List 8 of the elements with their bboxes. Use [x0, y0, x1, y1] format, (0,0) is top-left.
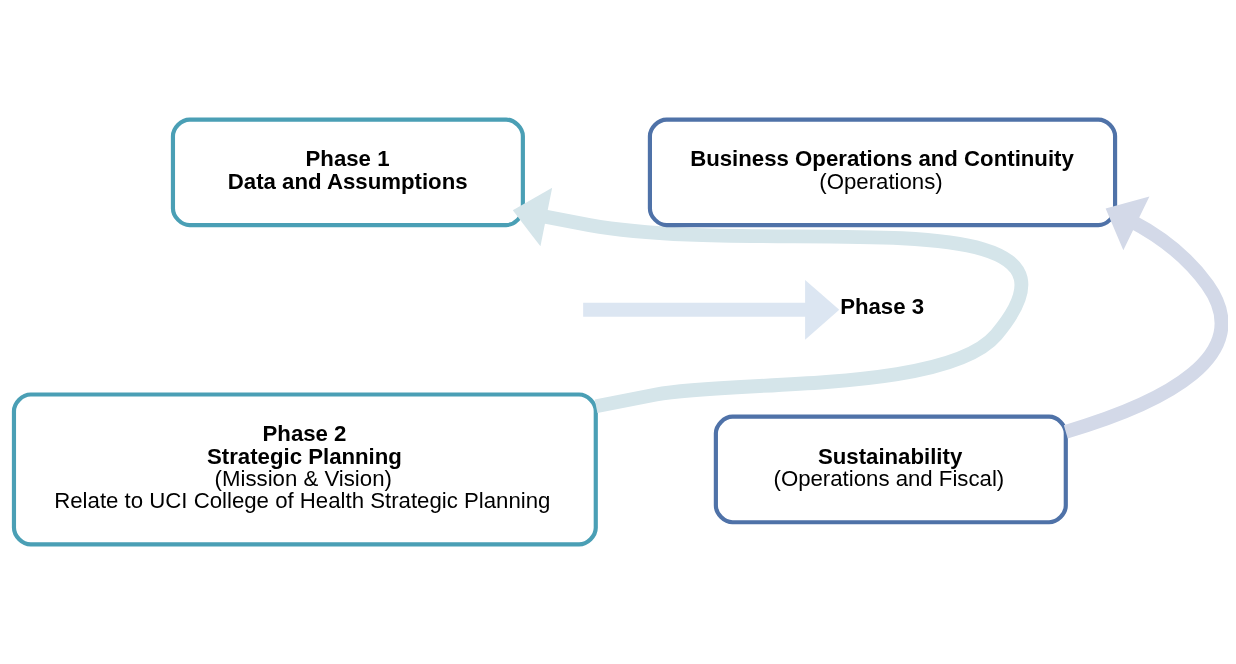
node-text: Phase 3 [840, 293, 925, 319]
node-box: Phase 2 Strategic Planning (Mission & Vision) Relate to UCI College of Health Strategic Planning [11, 392, 598, 547]
node-box: Sustainability (Operations and Fiscal) [713, 414, 1068, 525]
arrow [1063, 196, 1228, 439]
arrow [583, 279, 840, 340]
node-box: Business Operations and Continuity (Operations) [647, 117, 1118, 228]
node-box: Phase 1 Data and Assumptions [170, 117, 525, 228]
arrow [512, 187, 1028, 414]
